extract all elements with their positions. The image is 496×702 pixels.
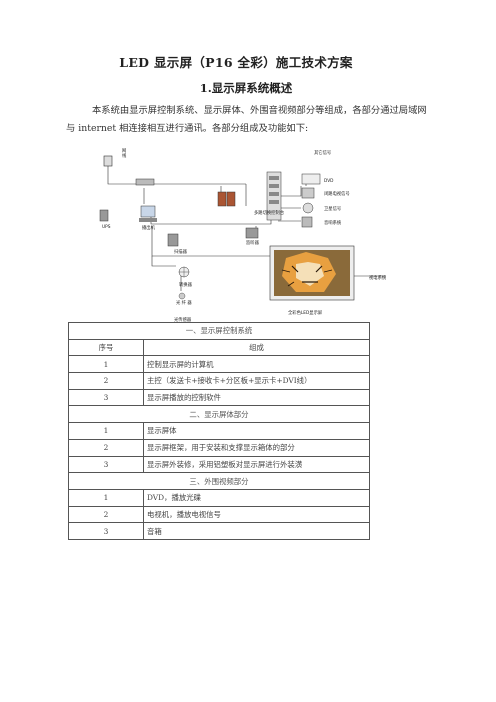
- monitor-label: 监听器: [246, 239, 260, 246]
- fiber-label: 光 纤 器: [176, 299, 192, 306]
- section-row: 一、显示屏控制系统: [68, 322, 370, 340]
- speaker-icon: [217, 191, 236, 207]
- led-screen: [269, 245, 355, 301]
- satellite-label: 卫星信号: [324, 205, 341, 212]
- table-row: 2 电视机，播放电视信号: [68, 505, 370, 524]
- network-jack-icon: [103, 155, 113, 167]
- system-diagram: 网 线 UPS 播出机 扫描器 转换器 光 纤 器 光传感器: [99, 148, 387, 323]
- fiber-icon: [178, 292, 186, 300]
- tv-icon: [301, 187, 315, 199]
- table-row: 3 显示屏播放的控制软件: [68, 388, 370, 407]
- table-row: 1 DVD，播放光碟: [68, 488, 370, 507]
- player-label: 播出机: [142, 224, 156, 231]
- tv-system-label: 视电系统: [369, 274, 387, 281]
- ups-label: UPS: [102, 224, 111, 230]
- scanner-label: 扫描器: [174, 248, 188, 255]
- satellite-icon: [302, 202, 314, 214]
- converter-label: 转换器: [179, 281, 193, 288]
- section-heading: 1.显示屏系统概述: [199, 81, 293, 95]
- table-row: 3 显示屏外装修，采用铝塑板对显示屏进行外装潢: [68, 455, 370, 474]
- dvd-icon: [301, 173, 321, 185]
- section-row: 二、显示屏体部分: [68, 405, 370, 424]
- svg-text:线: 线: [122, 152, 127, 159]
- table-row: 1 控制显示屏的计算机: [68, 355, 370, 374]
- rack-icon: [266, 171, 282, 221]
- table-row: 1 显示屏体: [68, 422, 370, 440]
- audio-icon: [301, 216, 313, 228]
- led-screen-label: 全彩色LED显示屏: [288, 309, 323, 316]
- multifunction-label: 多路切换控制台: [254, 209, 284, 216]
- computer-icon: [139, 205, 157, 222]
- table-row: 2 主控（发送卡+接收卡+分区板+显示卡+DVI线）: [68, 372, 370, 390]
- scanner-icon: [167, 233, 179, 247]
- cable-tv-label: 闭路电视信号: [324, 190, 350, 197]
- network-label: 网: [122, 148, 126, 154]
- header-row: 序号 组成: [68, 338, 370, 357]
- dvd-label: DVD: [324, 178, 334, 184]
- fiber-sensor-label: 光传感器: [174, 316, 192, 323]
- ups-icon: [99, 209, 109, 222]
- monitor-icon: [245, 227, 259, 239]
- intro-paragraph: 本系统由显示屏控制系统、显示屏体、外围音视频部分等组成，各部分通过局域网与 in…: [66, 105, 427, 134]
- audio-label: 音响系统: [324, 219, 342, 226]
- section-row: 三、外围视频部分: [68, 472, 370, 490]
- converter-icon: [178, 266, 190, 278]
- table-row: 3 音箱: [68, 522, 370, 540]
- other-signal-label: 其它信号: [314, 149, 331, 156]
- document-title: LED 显示屏（P16 全彩）施工技术方案: [119, 55, 353, 70]
- table-row: 2 显示屏框架，用于安装和支撑显示箱体的部分: [68, 438, 370, 457]
- component-table: 一、显示屏控制系统 序号 组成 1 控制显示屏的计算机 2 主控（发送卡+接收卡…: [68, 322, 370, 540]
- hub-icon: [135, 178, 155, 186]
